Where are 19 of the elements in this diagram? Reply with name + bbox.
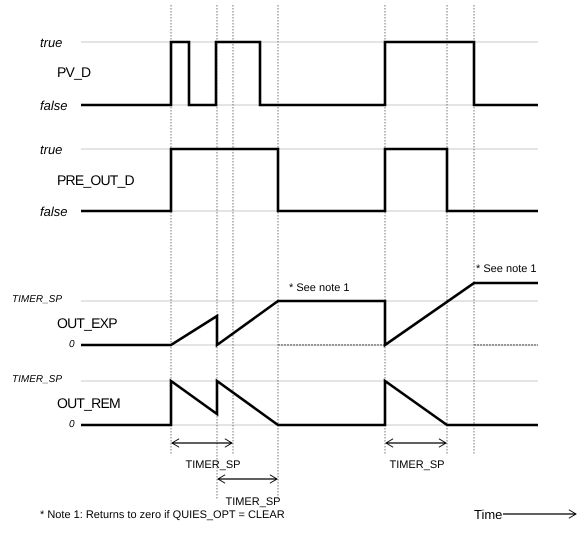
dimension-label: TIMER_SP — [390, 460, 444, 470]
state-label: true — [40, 142, 62, 156]
note-reference: * See note 1 — [289, 282, 350, 294]
level-label: TIMER_SP — [12, 295, 62, 305]
signal-name: PV_D — [57, 65, 90, 79]
state-label: false — [40, 98, 68, 112]
signal-name: OUT_EXP — [57, 316, 117, 330]
dimension-label: TIMER_SP — [226, 496, 280, 508]
signal-name: PRE_OUT_D — [57, 173, 134, 187]
axis-label: Time — [474, 508, 502, 520]
dimension-label: TIMER_SP — [186, 460, 240, 470]
note-reference: * See note 1 — [476, 264, 537, 274]
state-label: false — [40, 204, 68, 218]
footnote: * Note 1: Returns to zero if QUIES_OPT = CLEAR — [40, 510, 285, 520]
signal-name: OUT_REM — [57, 396, 120, 410]
level-label: TIMER_SP — [12, 375, 62, 385]
state-label: true — [40, 36, 62, 48]
level-label: 0 — [69, 340, 75, 350]
level-label: 0 — [69, 420, 75, 430]
